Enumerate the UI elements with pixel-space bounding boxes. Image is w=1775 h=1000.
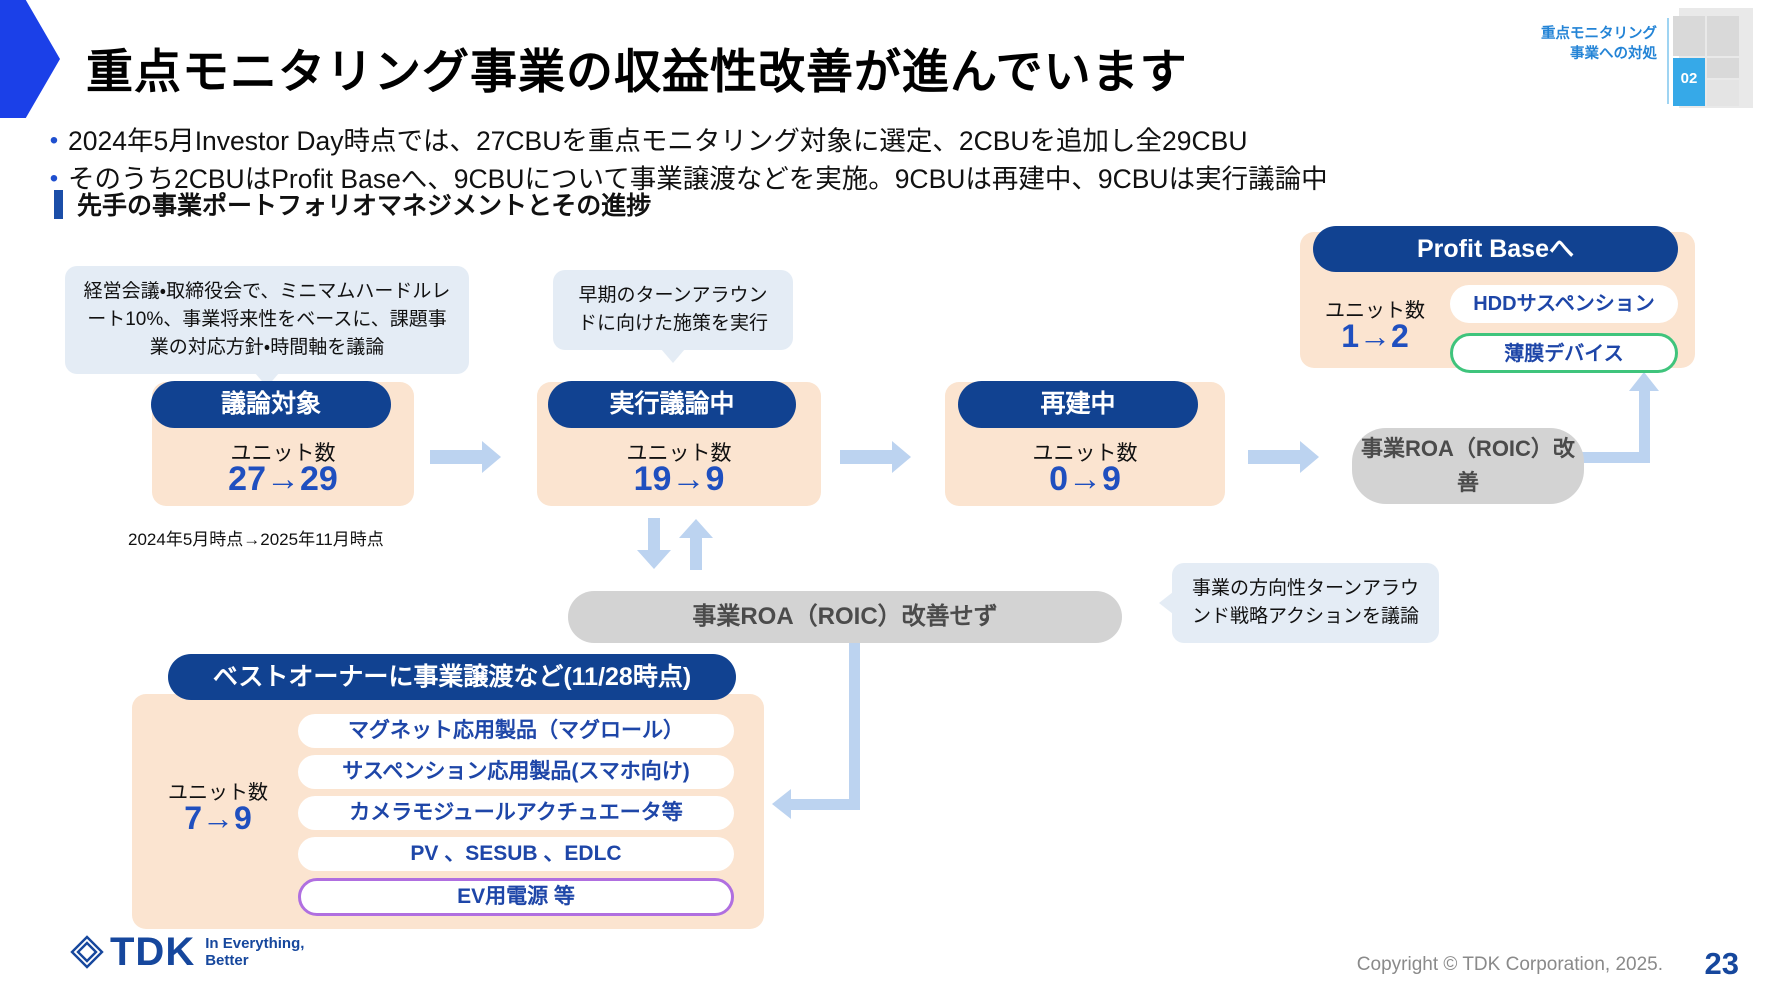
best-owner-item: カメラモジュールアクチュエータ等 (298, 796, 734, 830)
bullet-text: 2024年5月Investor Day時点では、27CBUを重点モニタリング対象… (68, 126, 1248, 156)
callout-turnaround-text: 早期のターンアラウンドに向けた施策を実行 (577, 285, 768, 334)
profit-base-item-highlighted: 薄膜デバイス (1450, 333, 1678, 373)
tdk-logo: TDK In Everything, Better (70, 932, 304, 972)
stage-title-discussion-target: 議論対象 (151, 381, 391, 428)
bullet-text: そのうち2CBUはProfit Baseへ、9CBUについて事業譲渡などを実施。… (68, 164, 1328, 194)
flow-arrow-right-icon (840, 441, 911, 473)
best-owner-item: サスペンション応用製品(スマホ向け) (298, 755, 734, 789)
section-cell-1 (1673, 16, 1705, 56)
stage-title-restructuring: 再建中 (958, 381, 1198, 428)
roa-improve-box: 事業ROA（ROIC）改善 (1352, 428, 1584, 504)
flow-arrow-right-icon (430, 441, 501, 473)
section-cell-2 (1707, 16, 1739, 56)
callout-direction-text: 事業の方向性ターンアラウンド戦略アクションを議論 (1191, 578, 1420, 627)
page-title: 重点モニタリング事業の収益性改善が進んでいます (86, 45, 1188, 98)
callout-tail-icon (1159, 592, 1173, 614)
section-indicator-axis (1667, 18, 1669, 104)
section-heading-bar-icon (54, 189, 63, 219)
callout-direction: 事業の方向性ターンアラウンド戦略アクションを議論 (1159, 563, 1439, 643)
tdk-tagline: In Everything, Better (205, 935, 304, 969)
best-owner-item-list: マグネット応用製品（マグロール） サスペンション応用製品(スマホ向け) カメラモ… (298, 714, 734, 923)
section-indicator-label: 重点モニタリング 事業への対処 (1541, 24, 1657, 64)
copyright-text: Copyright © TDK Corporation, 2025. (1356, 954, 1663, 975)
section-cell-5 (1707, 80, 1739, 106)
bullet-item: • 2024年5月Investor Day時点では、27CBUを重点モニタリング… (40, 122, 1680, 160)
best-owner-unit-value: 7→9 (184, 800, 252, 836)
section-indicator-label-line1: 重点モニタリング (1541, 26, 1657, 42)
stage-unit-label: ユニット数 (626, 442, 732, 465)
best-owner-item-highlighted: EV用電源 等 (298, 878, 734, 916)
caption-period: 2024年5月時点→2025年11月時点 (128, 530, 384, 549)
flow-elbow-arrow-left-icon (772, 789, 860, 819)
flow-elbow2-arrow-up-icon (1629, 372, 1659, 460)
callout-hurdle-rate: 経営会議・取締役会で、ミニマムハードルレート10%、事業将来性をベースに、課題事… (65, 266, 469, 387)
roa-not-improve-box: 事業ROA（ROIC）改善せず (568, 591, 1122, 643)
bullet-list: • 2024年5月Investor Day時点では、27CBUを重点モニタリング… (40, 122, 1680, 198)
profit-base-unit-value: 1→2 (1341, 318, 1409, 354)
best-owner-unit-label: ユニット数 (168, 782, 268, 804)
flow-arrow-down-icon (637, 518, 671, 569)
tdk-logo-text: TDK (110, 930, 196, 974)
stage-unit-label: ユニット数 (230, 442, 336, 465)
page-number: 23 (1704, 946, 1739, 981)
stage-unit-value: 0→9 (1049, 460, 1121, 498)
tdk-tagline-line1: In Everything, (205, 935, 305, 952)
profit-base-title: Profit Baseへ (1313, 226, 1678, 272)
section-cell-active (1673, 58, 1705, 106)
flow-elbow-vertical (849, 620, 860, 810)
callout-turnaround: 早期のターンアラウンドに向けた施策を実行 (553, 270, 793, 363)
stage-title-execution-discussion: 実行議論中 (548, 381, 796, 428)
profit-base-unit-label: ユニット数 (1325, 300, 1425, 322)
flow-elbow2-horizontal (1570, 452, 1650, 463)
flow-arrow-up-icon (679, 519, 713, 570)
flow-arrow-right-icon (1248, 441, 1319, 473)
stage-unit-value: 27→29 (228, 460, 338, 498)
stage-unit-value: 19→9 (633, 460, 725, 498)
section-number: 02 (1680, 70, 1698, 87)
section-indicator-label-line2: 事業への対処 (1570, 46, 1657, 62)
section-cell-4 (1707, 58, 1739, 78)
stage-unit-label: ユニット数 (1032, 442, 1138, 465)
section-indicator-grid: 02 (1667, 8, 1753, 116)
bullet-dot-icon: • (49, 127, 59, 154)
best-owner-item: マグネット応用製品（マグロール） (298, 714, 734, 748)
bullet-item: • そのうち2CBUはProfit Baseへ、9CBUについて事業譲渡などを実… (40, 160, 1680, 198)
tdk-tagline-line2: Better (205, 952, 249, 969)
callout-hurdle-text: 経営会議・取締役会で、ミニマムハードルレート10%、事業将来性をベースに、課題事… (83, 281, 451, 358)
tdk-diamond-icon (70, 935, 104, 969)
title-arrow-decoration (0, 0, 60, 118)
best-owner-title: ベストオーナーに事業譲渡など(11/28時点) (168, 654, 736, 700)
section-heading-text: 先手の事業ポートフォリオマネジメントとその進捗 (77, 192, 652, 220)
best-owner-item: PV 、SESUB 、EDLC (298, 837, 734, 871)
profit-base-item: HDDサスペンション (1450, 285, 1678, 323)
callout-tail-icon (661, 349, 685, 363)
section-heading: 先手の事業ポートフォリオマネジメントとその進捗 (54, 186, 651, 222)
bullet-dot-icon: • (49, 165, 59, 192)
